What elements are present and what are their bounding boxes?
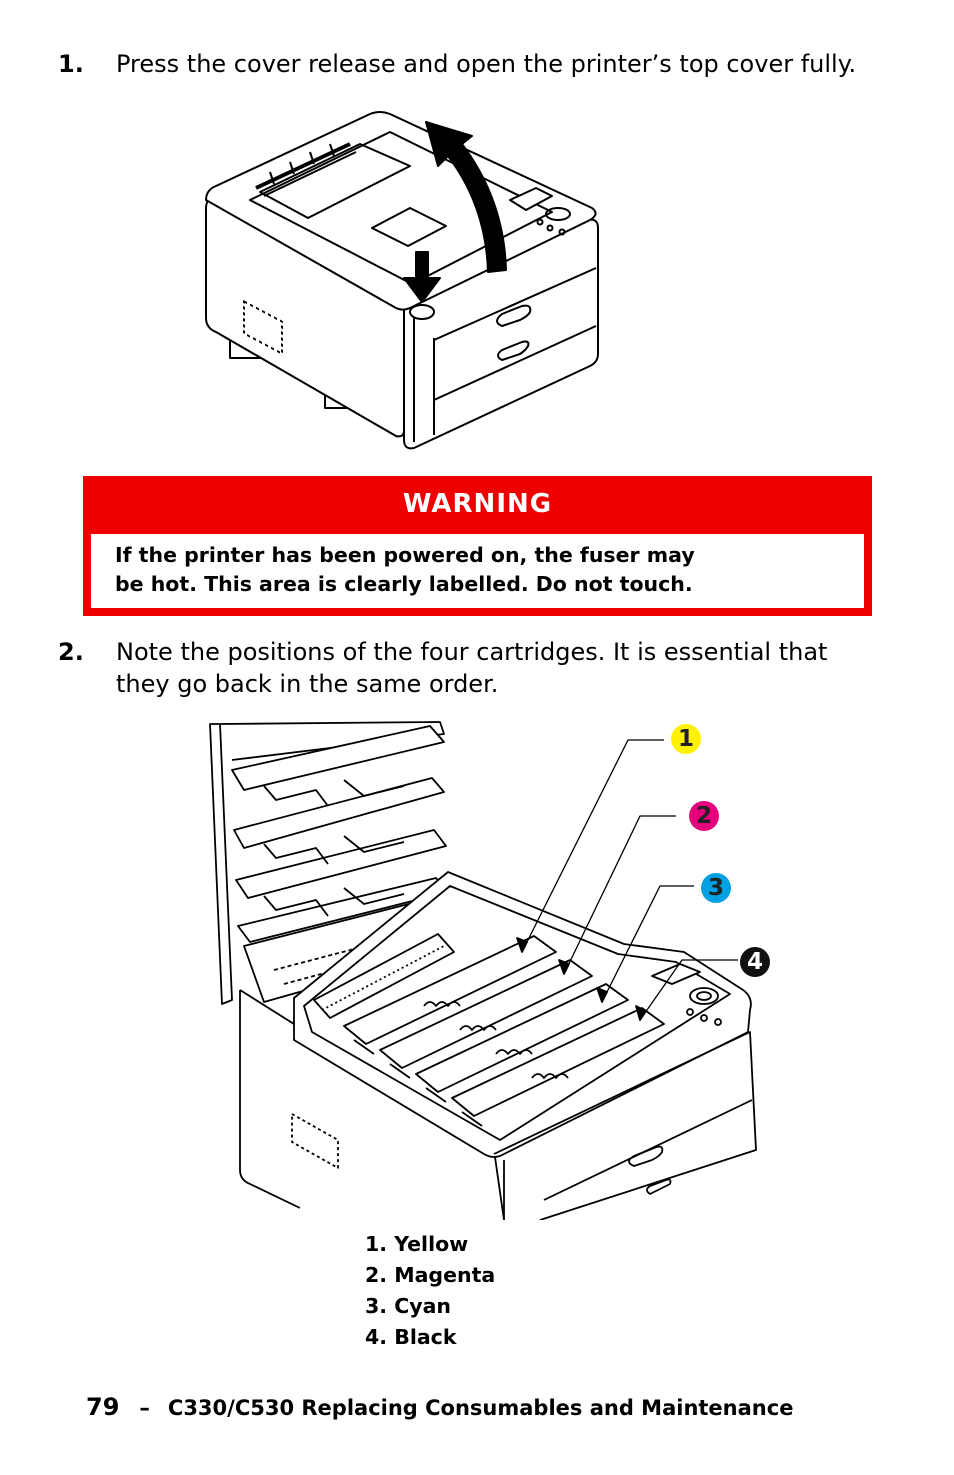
warning-message: If the printer has been powered on, the … — [91, 534, 864, 608]
open-printer-cartridges-illustration — [209, 721, 757, 1220]
page-number: 79 — [86, 1393, 120, 1421]
legend-item: 4. Black — [365, 1325, 457, 1349]
callout-1: 1 — [671, 724, 701, 754]
page-footer: 79–C330/C530 Replacing Consumables and M… — [86, 1393, 793, 1421]
warning-title: WARNING — [402, 489, 553, 519]
step-text: Note the positions of the four cartridge… — [116, 638, 828, 698]
legend-item: 3. Cyan — [365, 1294, 452, 1318]
footer-separator: – — [139, 1396, 150, 1420]
callout-2: 2 — [689, 801, 719, 831]
footer-title: C330/C530 Replacing Consumables and Main… — [167, 1396, 794, 1420]
legend-item: 2. Magenta — [365, 1263, 496, 1287]
step-number: 1. — [58, 50, 84, 78]
step-1: 1. Press the cover release and open the … — [58, 48, 888, 80]
callout-4: 4 — [740, 947, 770, 977]
step-text: Press the cover release and open the pri… — [116, 50, 857, 78]
warning-box: WARNING If the printer has been powered … — [83, 476, 872, 616]
legend-item: 1. Yellow — [365, 1232, 469, 1256]
callout-3: 3 — [701, 873, 731, 903]
printer-cover-release-illustration — [205, 111, 599, 450]
step-2: 2. Note the positions of the four cartri… — [58, 636, 878, 700]
warning-line-2: be hot. This area is clearly labelled. D… — [115, 572, 693, 596]
cartridge-legend: 1. Yellow 2. Magenta 3. Cyan 4. Black — [365, 1229, 495, 1353]
step-number: 2. — [58, 638, 84, 666]
warning-line-1: If the printer has been powered on, the … — [115, 543, 695, 567]
